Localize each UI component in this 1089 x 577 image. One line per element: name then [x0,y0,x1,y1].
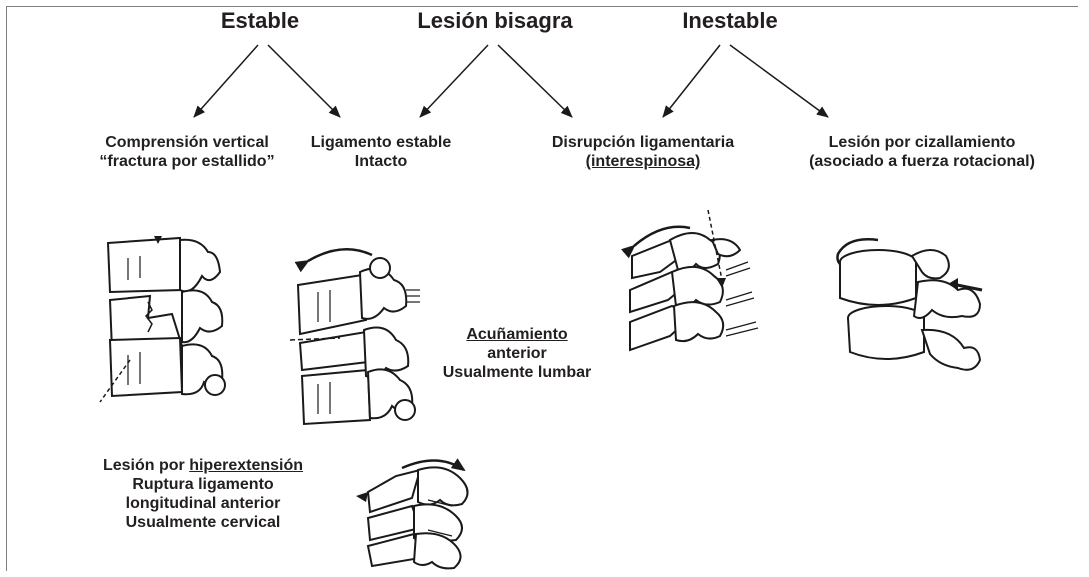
vertebrae-hyperextension-illustration [0,0,1089,577]
